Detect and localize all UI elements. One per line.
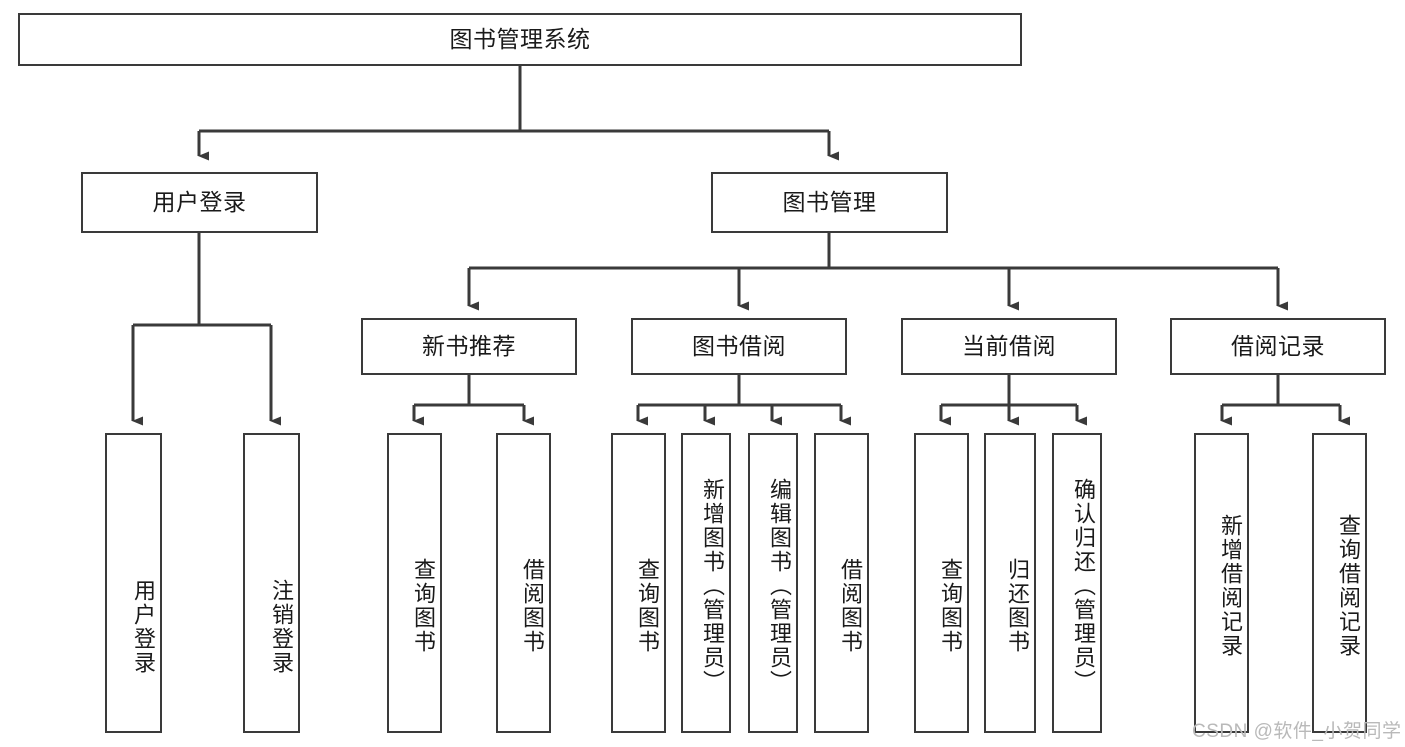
node-leaf-borrow-book-1-label: 借阅图书 [520,558,545,654]
node-leaf-confirm-return-label: 确认归还（管理员） [1071,478,1096,694]
node-leaf-confirm-return[interactable]: 确认归还（管理员） [1052,433,1102,733]
node-current-borrow[interactable]: 当前借阅 [901,318,1117,375]
node-leaf-return-book-label: 归还图书 [1005,558,1030,654]
node-book-borrow[interactable]: 图书借阅 [631,318,847,375]
node-borrow-record-label: 借阅记录 [1231,333,1325,360]
node-leaf-query-record[interactable]: 查询借阅记录 [1312,433,1367,733]
node-leaf-query-record-label: 查询借阅记录 [1336,514,1361,658]
node-root-label: 图书管理系统 [449,26,591,53]
node-new-book-recommend-label: 新书推荐 [422,333,516,360]
node-leaf-query-book-1-label: 查询图书 [411,558,436,654]
node-leaf-edit-book-label: 编辑图书（管理员） [767,478,792,694]
node-leaf-edit-book[interactable]: 编辑图书（管理员） [748,433,798,733]
node-leaf-borrow-book-1[interactable]: 借阅图书 [496,433,551,733]
node-leaf-add-record-label: 新增借阅记录 [1218,514,1243,658]
node-leaf-borrow-book-2[interactable]: 借阅图书 [814,433,869,733]
node-current-borrow-label: 当前借阅 [962,333,1056,360]
node-leaf-add-book[interactable]: 新增图书（管理员） [681,433,731,733]
node-leaf-user-login-label: 用户登录 [131,579,156,675]
node-leaf-borrow-book-2-label: 借阅图书 [838,558,863,654]
node-root[interactable]: 图书管理系统 [18,13,1022,66]
node-leaf-query-book-2-label: 查询图书 [635,558,660,654]
node-leaf-query-book-2[interactable]: 查询图书 [611,433,666,733]
node-book-manage[interactable]: 图书管理 [711,172,948,233]
node-leaf-logout[interactable]: 注销登录 [243,433,300,733]
node-user-login[interactable]: 用户登录 [81,172,318,233]
node-leaf-add-record[interactable]: 新增借阅记录 [1194,433,1249,733]
node-leaf-query-book-3[interactable]: 查询图书 [914,433,969,733]
node-user-login-label: 用户登录 [152,189,247,216]
node-book-borrow-label: 图书借阅 [692,333,786,360]
node-leaf-query-book-3-label: 查询图书 [938,558,963,654]
csdn-watermark: CSDN @软件_小贺同学 [1192,721,1402,742]
node-leaf-user-login[interactable]: 用户登录 [105,433,162,733]
node-leaf-query-book-1[interactable]: 查询图书 [387,433,442,733]
node-new-book-recommend[interactable]: 新书推荐 [361,318,577,375]
node-book-manage-label: 图书管理 [782,189,877,216]
node-leaf-add-book-label: 新增图书（管理员） [700,478,725,694]
node-leaf-return-book[interactable]: 归还图书 [984,433,1036,733]
node-leaf-logout-label: 注销登录 [269,579,294,675]
node-borrow-record[interactable]: 借阅记录 [1170,318,1386,375]
